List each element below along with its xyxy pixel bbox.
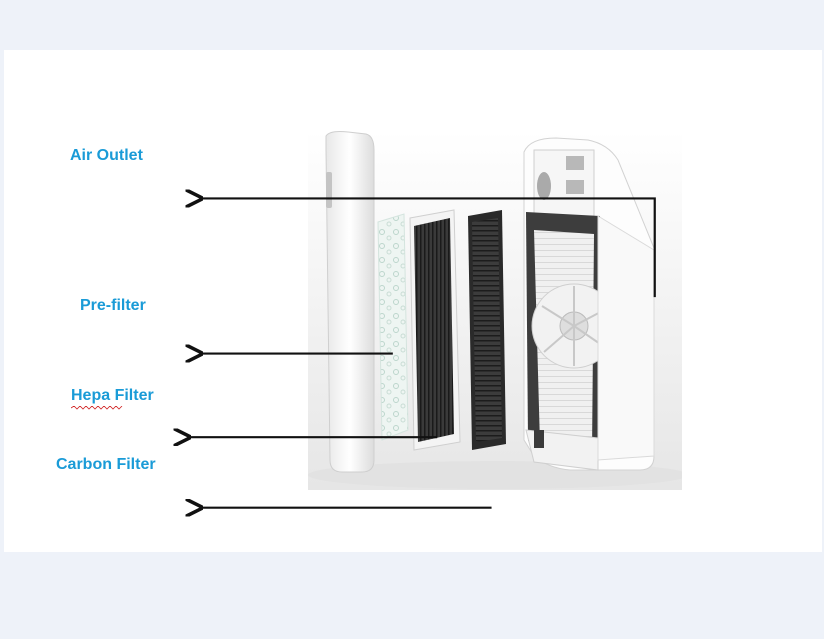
air-purifier-exploded-view xyxy=(308,130,682,490)
purifier-body xyxy=(523,137,655,471)
carbon-filter-panel xyxy=(468,210,506,450)
hepa-filter-panel xyxy=(409,209,461,451)
pointer-arrows xyxy=(4,50,656,639)
label-pre-filter: Pre-filter xyxy=(80,297,146,314)
label-air-outlet: Air Outlet xyxy=(70,147,143,164)
label-carbon-filter: Carbon Filter xyxy=(56,456,156,473)
label-hepa-filter: Hepa Filter xyxy=(71,387,154,404)
pre-filter-panel xyxy=(377,213,409,441)
spellcheck-underline xyxy=(71,406,123,410)
slide-canvas: Air Outlet Pre-filter Hepa Filter Carbon… xyxy=(4,50,822,552)
arrow-air-outlet xyxy=(201,198,656,298)
